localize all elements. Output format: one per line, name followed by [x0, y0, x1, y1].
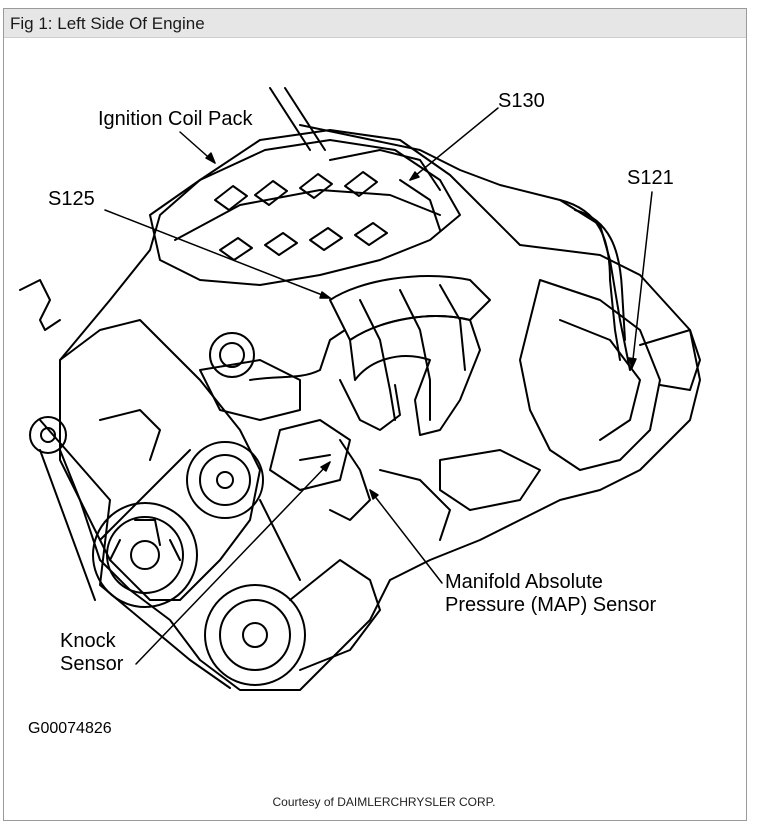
intake-manifold [329, 275, 491, 436]
figure-frame: Fig 1: Left Side Of Engine [3, 8, 747, 821]
idler-pulley [29, 416, 67, 454]
callout-knock-sensor-line2: Sensor [60, 653, 124, 675]
power-steering-pulley [186, 441, 264, 519]
callout-knock-sensor-line1: Knock [60, 630, 116, 652]
engine-block-outline [59, 129, 701, 691]
figure-image-id: G00074826 [28, 720, 112, 737]
valve-cover [149, 139, 461, 286]
harness-top [269, 87, 631, 371]
timing-cover [59, 319, 261, 601]
serpentine-belt [39, 419, 301, 689]
callout-map-sensor-line2: Pressure (MAP) Sensor [445, 594, 657, 616]
callout-ignition-coil-pack: Ignition Coil Pack [98, 108, 253, 130]
transaxle [519, 279, 661, 471]
courtesy-credit: Courtesy of DAIMLERCHRYSLER CORP. [272, 795, 496, 809]
callout-s125: S125 [48, 188, 95, 210]
callout-map-sensor-line1: Manifold Absolute [445, 571, 603, 593]
throttle-body [209, 332, 255, 378]
figure-title-bar: Fig 1: Left Side Of Engine [4, 9, 746, 38]
spark-plug-towers [214, 171, 388, 261]
callout-s130: S130 [498, 90, 545, 112]
ac-compressor [204, 559, 381, 686]
crankshaft-pulley [92, 502, 198, 608]
callout-s121: S121 [627, 167, 674, 189]
leader-lines [104, 107, 653, 665]
figure-title: Fig 1: Left Side Of Engine [10, 14, 205, 33]
